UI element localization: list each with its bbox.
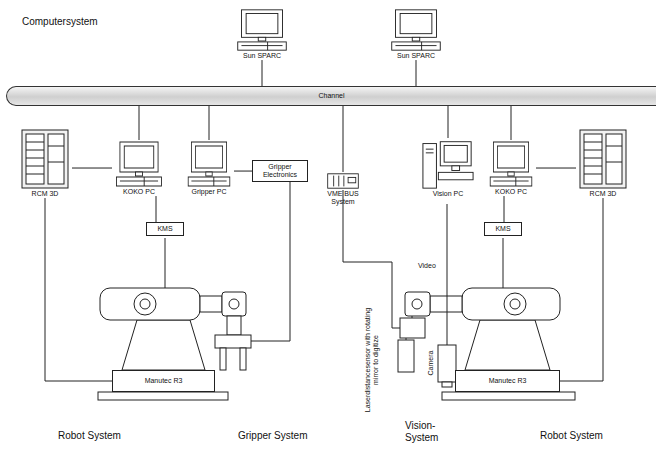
subsystem-label: Robot System [58, 430, 121, 442]
node-label: RCM 3D [576, 190, 630, 198]
wires [165, 178, 503, 345]
pc-station: Vision PC [420, 138, 476, 198]
control-cabinet: RCM 3D [576, 128, 630, 198]
connector-line [156, 196, 157, 222]
connector-line [504, 196, 505, 222]
electronics-box: Gripper Electronics [252, 160, 308, 182]
robot-base: Manutec R3 [112, 370, 215, 392]
node-label: Vision PC [420, 190, 476, 198]
connector-line [45, 198, 112, 381]
vme-rack: VME BUS System [315, 172, 371, 206]
sensor-box: KMS [146, 222, 184, 236]
cabinet-icon [578, 128, 628, 190]
monitor-icon [234, 8, 290, 52]
connector-line [343, 106, 344, 172]
monitor-icon [185, 140, 233, 188]
monitor-icon [113, 140, 165, 188]
subsystem-label: Robot System [540, 430, 603, 442]
system-heading: Computersystem [22, 16, 98, 28]
connector-line [262, 60, 263, 86]
node-label: KMS [157, 225, 172, 233]
node-label: RCM 3D [18, 190, 72, 198]
signal-label: Video [418, 262, 444, 270]
connector-line [511, 106, 512, 140]
connector-line [72, 168, 112, 169]
sensor-box: KMS [484, 222, 522, 236]
robot-base: Manutec R3 [455, 370, 560, 392]
camera [438, 345, 456, 382]
connector-line [448, 106, 449, 138]
connector-line [234, 171, 252, 172]
node-label: Manutec R3 [489, 377, 527, 385]
node-label: VME BUS System [315, 190, 371, 206]
subsystem-label: Gripper System [238, 430, 307, 442]
part-label: Laserdistancesensor with rotating mirror… [364, 301, 380, 419]
connector-line [536, 168, 576, 169]
connector-line [560, 198, 603, 381]
monitor-icon [487, 140, 535, 188]
bus-channel: Channel [6, 86, 656, 106]
node-label: KMS [495, 225, 510, 233]
workstation: Sun SPARC [386, 8, 446, 60]
laser-sensor [398, 340, 414, 372]
connector-line [139, 106, 140, 140]
tower-icon [421, 138, 475, 190]
node-label: Sun SPARC [232, 52, 292, 60]
monitor-icon [388, 8, 444, 52]
subsystem-label: Vision-System [405, 420, 453, 443]
control-cabinet: RCM 3D [18, 128, 72, 198]
connector-line [416, 60, 417, 86]
node-label: Sun SPARC [386, 52, 446, 60]
pc-station: KOKO PC [486, 140, 536, 196]
vme-icon [326, 172, 360, 190]
node-label: Manutec R3 [145, 377, 183, 385]
workstation: Sun SPARC [232, 8, 292, 60]
node-label: KOKO PC [112, 188, 166, 196]
robot-left [98, 288, 251, 400]
node-label: Channel [318, 92, 344, 100]
part-label: Camera [427, 343, 435, 383]
node-label: Gripper PC [184, 188, 234, 196]
robot-right [398, 288, 575, 400]
node-label: Gripper Electronics [256, 163, 304, 179]
pc-station: Gripper PC [184, 140, 234, 196]
pc-station: KOKO PC [112, 140, 166, 196]
cabinet-icon [20, 128, 70, 190]
connector-line [209, 106, 210, 140]
node-label: KOKO PC [486, 188, 536, 196]
